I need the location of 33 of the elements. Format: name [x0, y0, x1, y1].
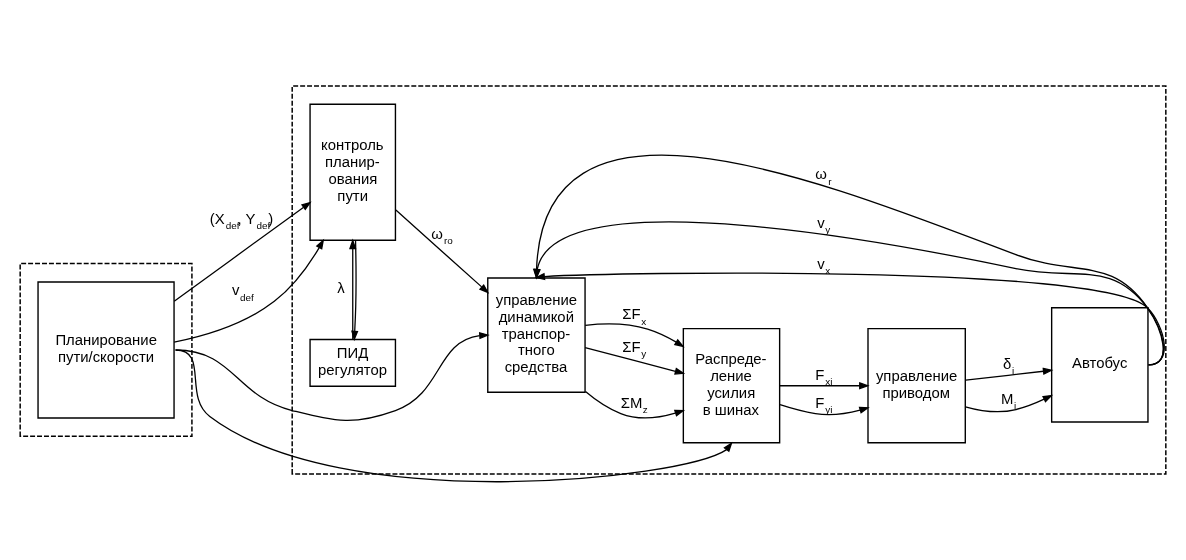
arrow	[395, 209, 490, 294]
arrow	[965, 367, 1054, 381]
arrow	[173, 201, 312, 302]
edge-label: ω$_{r}$	[815, 166, 832, 187]
arrow	[584, 346, 686, 375]
node-box: Распреде- ление усилия в шинах	[682, 327, 781, 444]
arrow	[964, 394, 1054, 413]
edge-label: ΣM$_{z}$	[620, 394, 648, 416]
edge-label: v$_{def}$	[232, 282, 254, 303]
edge-label: v$_{y}$	[817, 214, 831, 236]
edge-label: λ	[337, 280, 345, 297]
node-box: контроль планир- ования пути	[309, 103, 397, 241]
edge-label: δ$_{i}$	[1003, 355, 1015, 377]
arrow	[174, 349, 733, 483]
node-box: управление динамикой транспор- тного средства	[487, 277, 586, 393]
edge-label: F$_{xi}$	[815, 366, 833, 388]
arrow	[173, 238, 325, 343]
node-box: ПИД регулятор	[309, 338, 397, 387]
edge-label: M$_{i}$	[1001, 390, 1017, 412]
edge-label: ω$_{ro}$	[431, 225, 453, 247]
edge-label: ΣF$_{y}$	[622, 338, 647, 360]
arrow	[584, 390, 686, 419]
arrow	[584, 323, 685, 348]
edge-label: v$_{x}$	[817, 255, 831, 277]
cluster	[19, 262, 193, 438]
arrow	[534, 272, 1165, 366]
edge-label: ΣF$_{x}$	[622, 306, 647, 327]
arrow	[779, 403, 870, 416]
arrow	[779, 382, 870, 390]
edge-label: (X$_{def}$, Y$_{def}$)	[209, 210, 274, 232]
node-box: Планирование пути/скорости	[37, 281, 175, 419]
node-box: Автобус	[1050, 307, 1149, 423]
node-box: управление приводом	[867, 327, 966, 444]
